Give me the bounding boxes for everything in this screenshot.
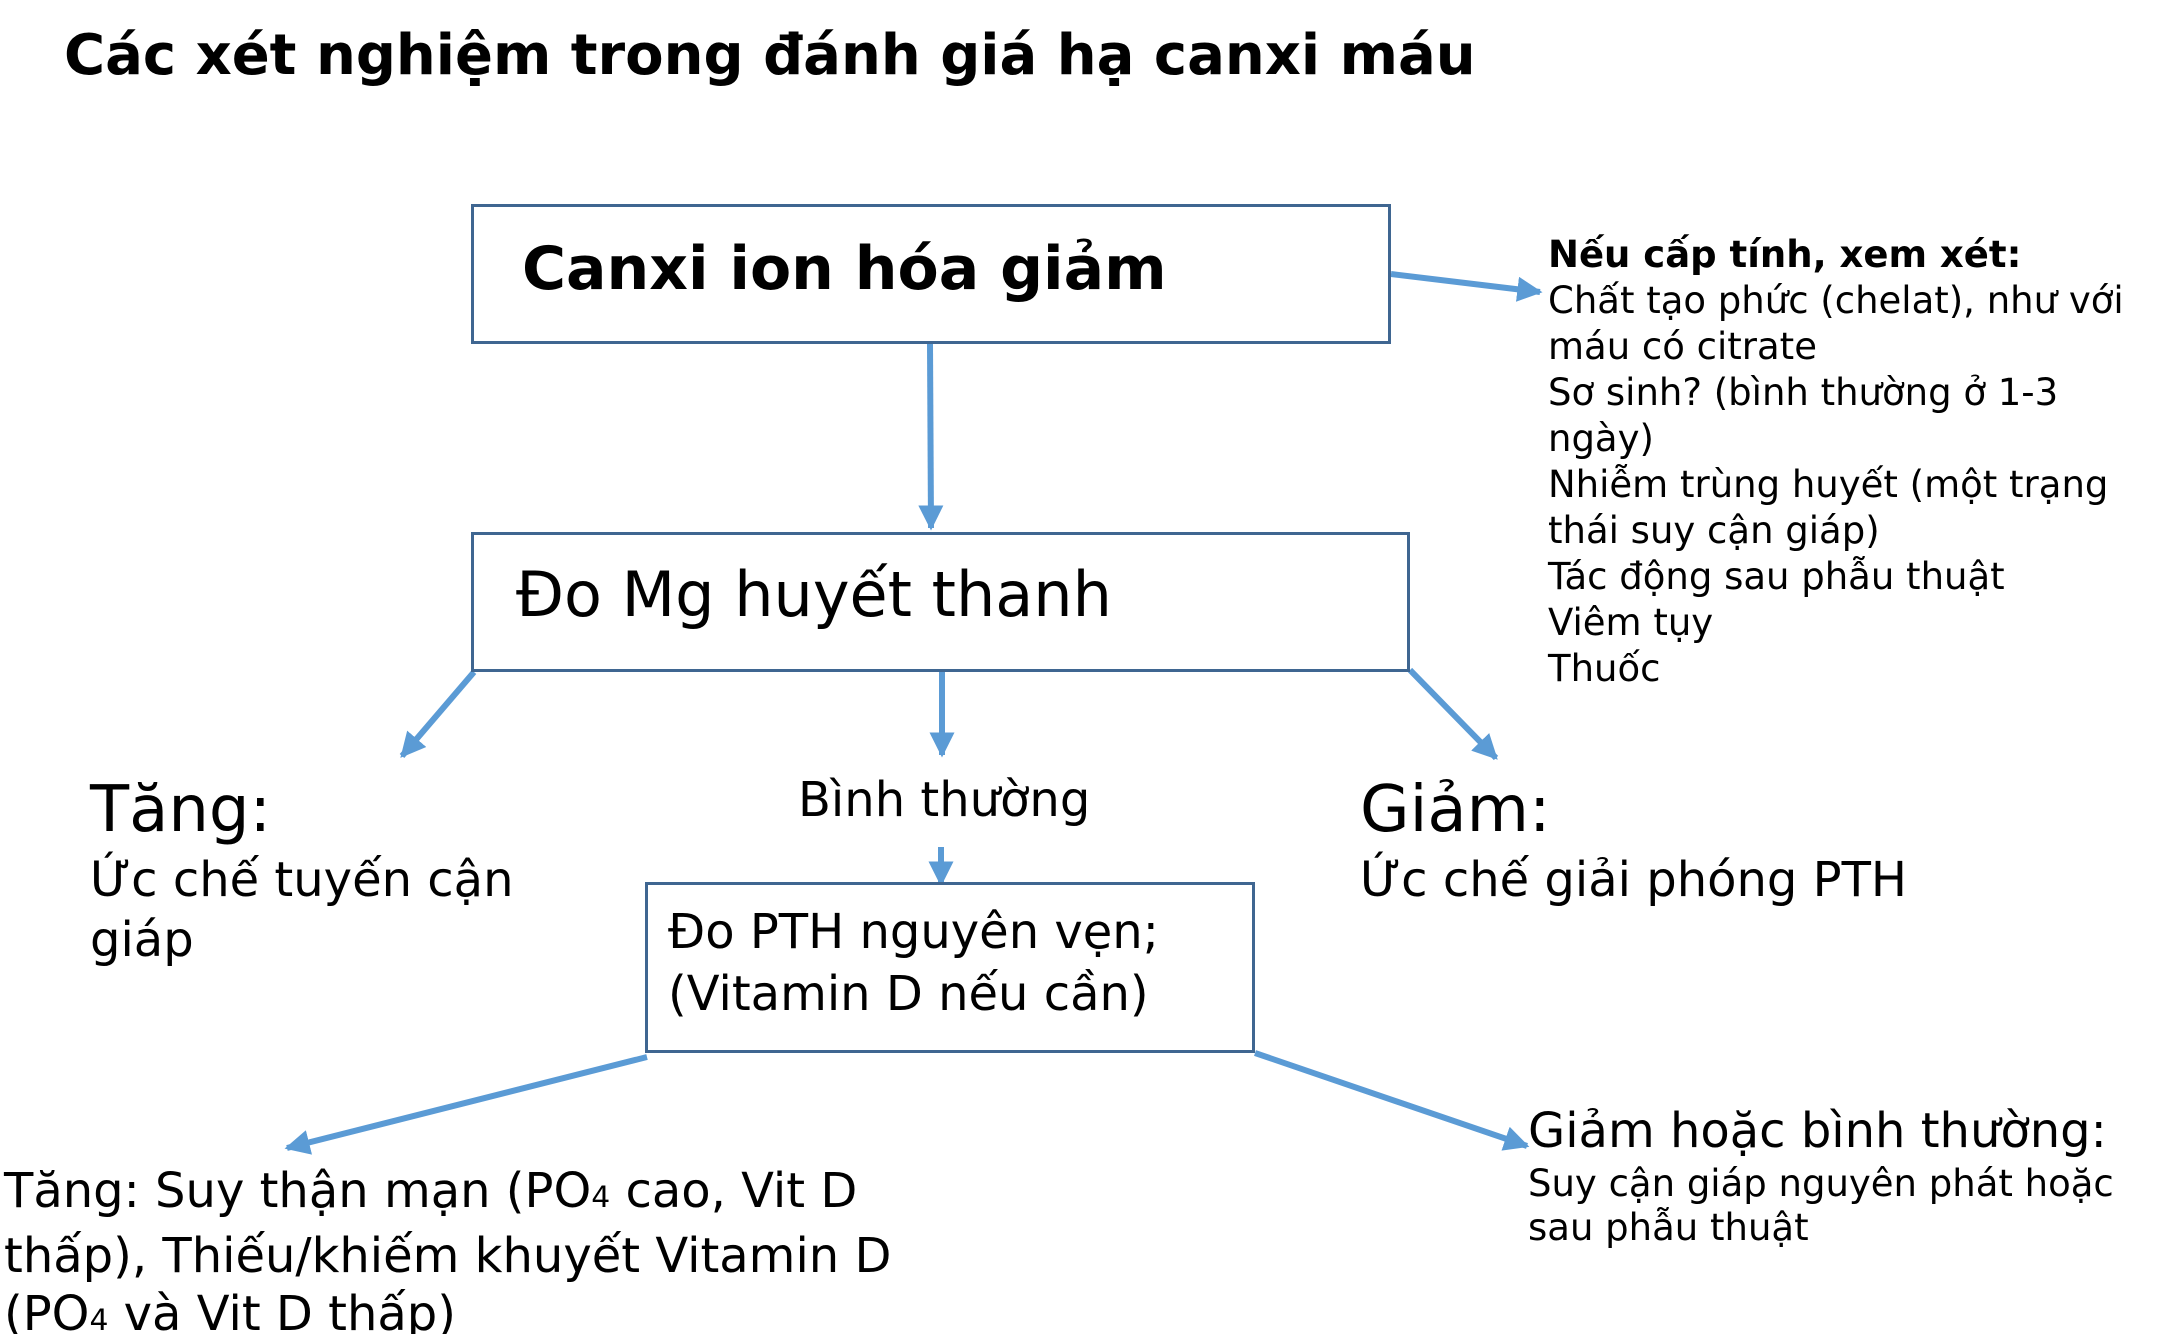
acute-note-line: Viêm tụy	[1548, 601, 1714, 644]
arrow-to-mg-low	[1407, 667, 1499, 761]
mg-high-line: giáp	[90, 912, 194, 968]
arrow-to-serum-mg	[918, 343, 944, 531]
acute-note-line: Thuốc	[1548, 647, 1661, 690]
pth-low-line: sau phẫu thuật	[1528, 1206, 1809, 1249]
node-low-ionized-calcium: Canxi ion hóa giảm	[471, 204, 1391, 344]
mg-low-heading: Giảm:	[1360, 773, 1551, 847]
subscript: 4	[89, 1303, 109, 1334]
arrow-to-acute-note	[1390, 271, 1543, 302]
mg-high-outcome: Tăng: Ức chế tuyến cận giáp	[90, 770, 514, 970]
node-label: Canxi ion hóa giảm	[522, 234, 1167, 304]
arrow-to-mg-high	[399, 670, 477, 758]
mg-high-heading: Tăng:	[90, 773, 272, 847]
node-label: Đo Mg huyết thanh	[516, 558, 1112, 631]
pth-low-outcome: Giảm hoặc bình thường: Suy cận giáp nguy…	[1528, 1100, 2114, 1250]
acute-note-line: Nhiễm trùng huyết (một trạng	[1548, 463, 2109, 506]
mg-low-line: Ức chế giải phóng PTH	[1360, 852, 1908, 908]
arrow-to-pth-high	[284, 1054, 648, 1155]
pth-low-line: Suy cận giáp nguyên phát hoặc	[1528, 1162, 2114, 1205]
pth-high-line: thấp), Thiếu/khiếm khuyết Vitamin D	[4, 1228, 892, 1284]
mg-normal-label: Bình thường	[798, 772, 1091, 828]
pth-test-line: Đo PTH nguyên vẹn;	[668, 904, 1159, 960]
subscript: 4	[591, 1180, 611, 1215]
acute-note-line: Tác động sau phẫu thuật	[1548, 555, 2005, 598]
acute-note-line: thái suy cận giáp)	[1548, 509, 1880, 552]
node-pth-test: Đo PTH nguyên vẹn; (Vitamin D nếu cần)	[645, 882, 1255, 1053]
pth-high-line: (PO4 và Vit D thấp)	[4, 1285, 891, 1334]
mg-high-line: Ức chế tuyến cận	[90, 852, 514, 908]
acute-note-line: Sơ sinh? (bình thường ở 1-3	[1548, 371, 2059, 414]
pth-high-outcome: Tăng: Suy thận mạn (PO4 cao, Vit D thấp)…	[4, 1162, 891, 1334]
acute-note-line: máu có citrate	[1548, 325, 1817, 368]
acute-note-heading: Nếu cấp tính, xem xét:	[1548, 233, 2022, 276]
acute-causes-note: Nếu cấp tính, xem xét: Chất tạo phức (ch…	[1548, 232, 2124, 692]
node-label: Đo PTH nguyên vẹn; (Vitamin D nếu cần)	[668, 901, 1159, 1025]
pth-high-line: Tăng: Suy thận mạn (PO4 cao, Vit D	[4, 1163, 858, 1219]
acute-note-line: Chất tạo phức (chelat), như với	[1548, 279, 2124, 322]
node-serum-mg: Đo Mg huyết thanh	[471, 532, 1410, 672]
arrow-to-pth-low	[1254, 1050, 1530, 1151]
mg-low-outcome: Giảm: Ức chế giải phóng PTH	[1360, 770, 1907, 910]
acute-note-line: ngày)	[1548, 417, 1654, 460]
pth-low-heading: Giảm hoặc bình thường:	[1528, 1103, 2107, 1159]
pth-test-line: (Vitamin D nếu cần)	[668, 966, 1149, 1022]
page-title: Các xét nghiệm trong đánh giá hạ canxi m…	[64, 23, 1476, 88]
